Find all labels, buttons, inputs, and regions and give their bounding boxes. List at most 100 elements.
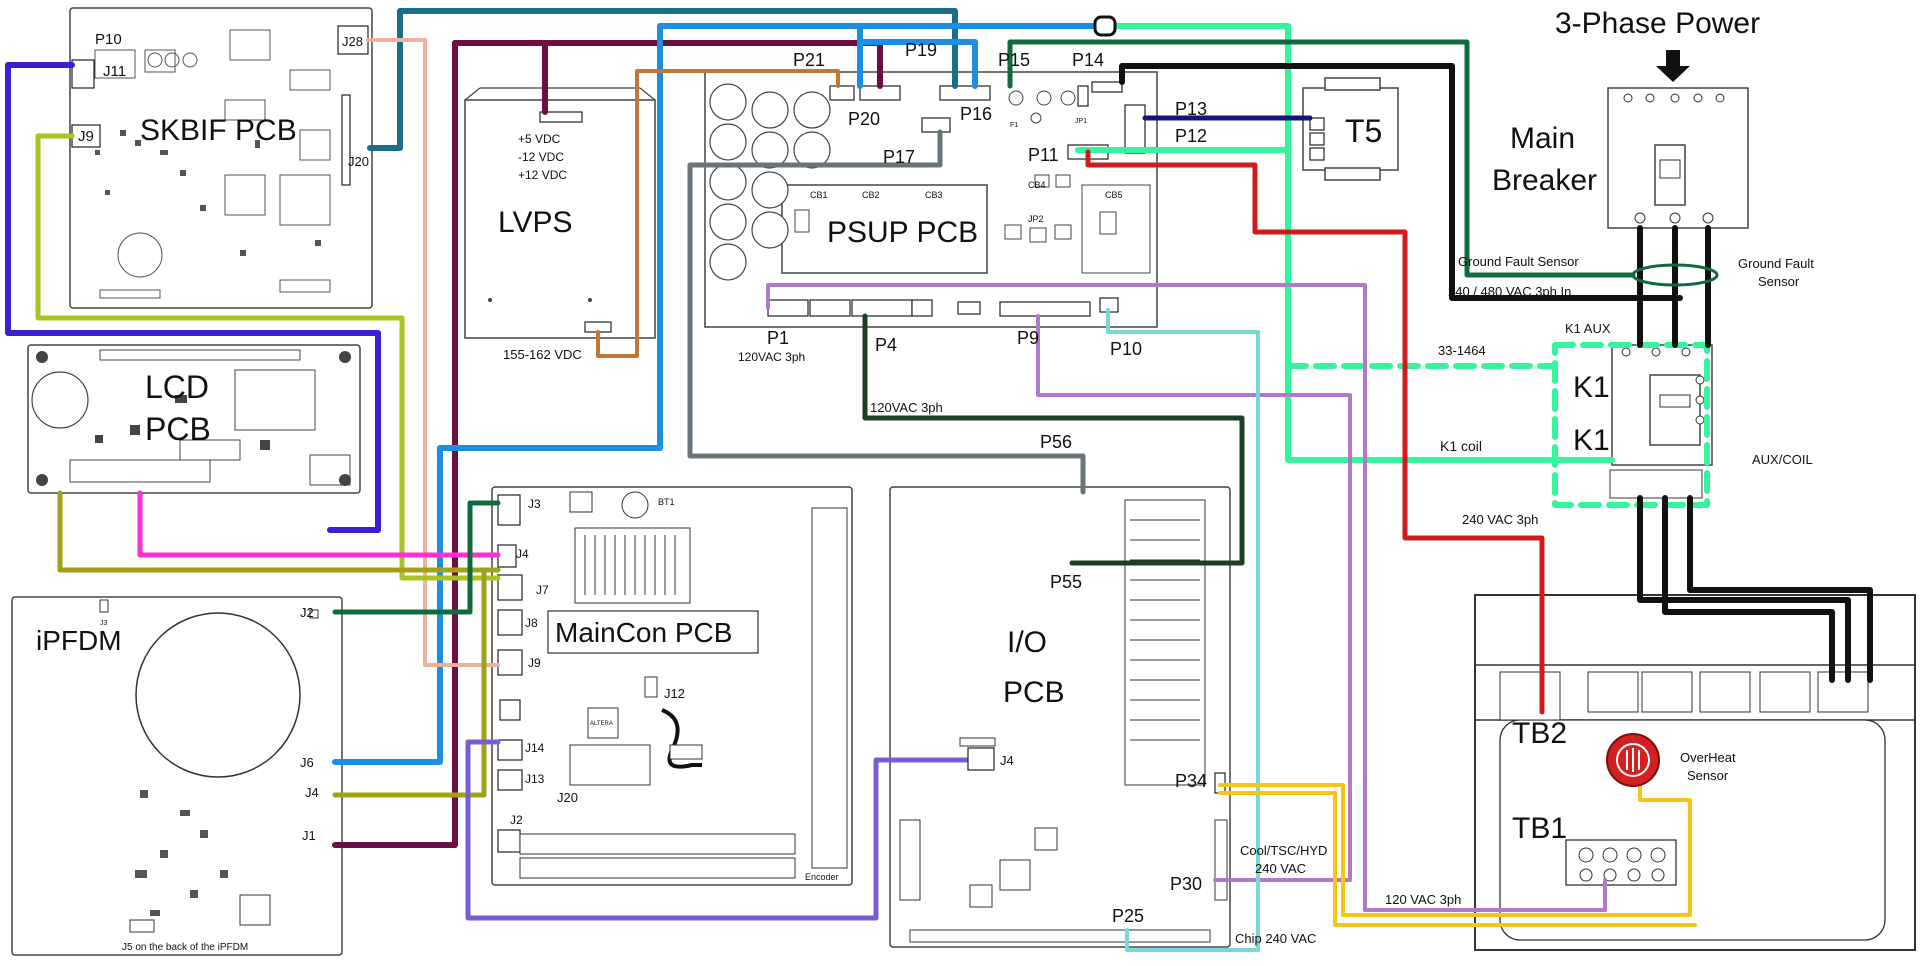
ipfdm-label: iPFDM (36, 625, 122, 656)
ipfdm-board (11, 596, 343, 956)
lcd-pcb (27, 344, 361, 494)
wire-black (1119, 63, 1873, 683)
chip-label: Chip 240 VAC (1235, 931, 1316, 946)
wire-indigo (5, 62, 381, 533)
k1-label-top: K1 (1573, 371, 1610, 404)
psup-jp1: JP1 (1075, 118, 1087, 125)
maincon-j3: J3 (528, 497, 541, 511)
ipfdm-j2: J2 (300, 605, 314, 620)
maincon-pcb (491, 486, 853, 886)
lvps-v3: +12 VDC (518, 168, 567, 182)
skbif-pcb (69, 7, 373, 309)
maincon-j4: J4 (516, 547, 529, 561)
p4-wire-label: 120VAC 3ph (870, 400, 943, 415)
wire-sky-blue (332, 23, 1098, 765)
skbif-label: SKBIF PCB (140, 114, 297, 147)
p1-voltage-label: 120VAC 3ph (738, 350, 805, 364)
wire-gray (687, 129, 1086, 495)
psup-p1: P1 (767, 328, 789, 348)
cool-label-1: Cool/TSC/HYD (1240, 843, 1327, 858)
maincon-bt1: BT1 (658, 497, 675, 507)
skbif-j11: J11 (103, 63, 126, 80)
psup-p17: P17 (883, 147, 915, 167)
part-number-label: 33-1464 (1438, 343, 1486, 358)
main-breaker-label-1: Main (1510, 122, 1575, 155)
maincon-j9: J9 (528, 656, 541, 670)
k1-label-bottom: K1 (1573, 424, 1610, 457)
skbif-p10: P10 (95, 31, 122, 48)
ipfdm-j3: J3 (100, 620, 108, 627)
psup-p4: P4 (875, 335, 897, 355)
lvps-v1: +5 VDC (518, 132, 561, 146)
ipfdm-j1: J1 (302, 828, 316, 843)
psup-p10: P10 (1110, 339, 1142, 359)
ipfdm-j6: J6 (300, 755, 314, 770)
maincon-j13: J13 (525, 772, 545, 786)
ipfdm-note: J5 on the back of the iPFDM (122, 942, 248, 953)
title-3phase: 3-Phase Power (1555, 7, 1760, 40)
wire-orange-brown (596, 69, 840, 358)
lcd-label-2: PCB (145, 411, 211, 447)
lvps-label: LVPS (498, 206, 573, 239)
t5-label: T5 (1345, 113, 1382, 149)
j28-connector (337, 25, 369, 55)
down-arrow-icon (1656, 50, 1690, 82)
aux-coil-label: AUX/COIL (1752, 452, 1813, 467)
io-label-2: PCB (1003, 676, 1065, 709)
k1-aux-label: K1 AUX (1565, 321, 1611, 336)
k1-coil-label: K1 coil (1440, 438, 1482, 454)
tb1-label: TB1 (1512, 812, 1567, 845)
ground-fault-sensor-2: Sensor (1758, 274, 1800, 289)
psup-cb2: CB2 (862, 190, 880, 200)
psup-p11: P11 (1028, 145, 1059, 165)
lvps-input-label: 155-162 VDC (503, 347, 582, 362)
wire-violet (465, 739, 973, 921)
psup-p16: P16 (960, 104, 992, 124)
wire-olive (57, 490, 501, 798)
overheat-sensor-icon (1606, 733, 1660, 787)
wire-k1-aux-dashed (1285, 342, 1710, 508)
cool-label-2: 240 VAC (1255, 861, 1306, 876)
psup-f1: F1 (1010, 122, 1018, 129)
io-p25: P25 (1112, 906, 1144, 926)
wire-light-cyan (1106, 308, 1260, 952)
wire-teal (367, 8, 958, 151)
maincon-j2: J2 (510, 813, 523, 827)
wire-lime-olive (35, 133, 501, 581)
maincon-j20: J20 (557, 790, 578, 805)
t5-transformer (1302, 77, 1399, 181)
psup-p13: P13 (1175, 99, 1207, 119)
wire-dark-green (1007, 39, 1636, 278)
wire-mint (1075, 23, 1615, 463)
io-pcb (889, 486, 1231, 948)
ipfdm-j4: J4 (305, 785, 319, 800)
io-j4: J4 (1000, 753, 1014, 768)
encoder-label: Encoder (805, 872, 839, 882)
wire-splice (1093, 15, 1117, 37)
io-p56: P56 (1040, 432, 1072, 452)
io-p34: P34 (1175, 771, 1207, 791)
psup-p14: P14 (1072, 50, 1104, 70)
io-p30: P30 (1170, 874, 1202, 894)
wire-salmon (366, 38, 500, 667)
main-breaker-label-2: Breaker (1492, 164, 1597, 197)
psup-p12: P12 (1175, 126, 1207, 146)
maincon-j7: J7 (536, 583, 549, 597)
wire-magenta (137, 490, 501, 558)
skbif-j20: J20 (348, 154, 369, 169)
main-breaker (1607, 87, 1749, 229)
maincon-label: MainCon PCB (555, 617, 732, 648)
lcd-label-1: LCD (145, 369, 209, 405)
ground-fault-wire-label: Ground Fault Sensor (1458, 254, 1579, 269)
io-j4-connector (967, 747, 995, 771)
maincon-j14: J14 (525, 741, 545, 755)
wire-lavender (766, 283, 1607, 912)
psup-cb5: CB5 (1105, 190, 1123, 200)
maincon-j12: J12 (664, 686, 685, 701)
io-label-1: I/O (1007, 626, 1047, 659)
p30-feed-label: 120 VAC 3ph (1385, 892, 1461, 907)
maincon-j8: J8 (525, 616, 538, 630)
psup-p15: P15 (998, 50, 1030, 70)
